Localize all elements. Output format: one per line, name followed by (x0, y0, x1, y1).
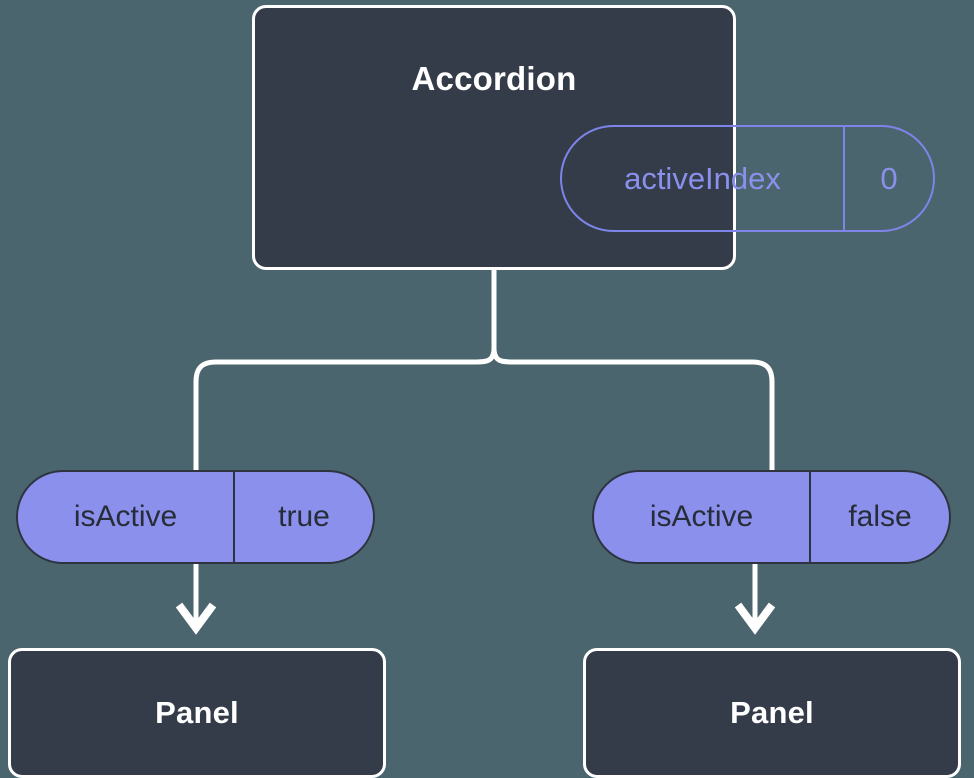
prop-pill-key: activeIndex (562, 127, 845, 230)
state-pill-value-left: true (278, 500, 330, 533)
state-pill-value-right: false (848, 500, 912, 533)
state-pill-key-right: isActive (594, 472, 811, 562)
branch-connector-right (491, 347, 775, 472)
prop-pill-activeindex[interactable]: activeIndex 0 (560, 125, 935, 232)
arrow-head-left (175, 602, 217, 635)
panel-label-right: Panel (730, 695, 814, 730)
state-pill-isactive-false[interactable]: isActive false (592, 470, 951, 564)
panel-label-left: Panel (155, 695, 239, 730)
panel-node-left[interactable]: Panel (8, 648, 386, 778)
branch-connector-left (193, 347, 497, 472)
state-pill-key-left: isActive (18, 472, 235, 562)
accordion-node[interactable]: Accordion activeIndex 0 (252, 5, 935, 270)
state-pill-isactive-true[interactable]: isActive true (16, 470, 375, 564)
accordion-label: Accordion (411, 60, 577, 97)
arrow-head-right (734, 602, 776, 635)
prop-pill-value: 0 (880, 160, 898, 196)
panel-node-right[interactable]: Panel (583, 648, 961, 778)
